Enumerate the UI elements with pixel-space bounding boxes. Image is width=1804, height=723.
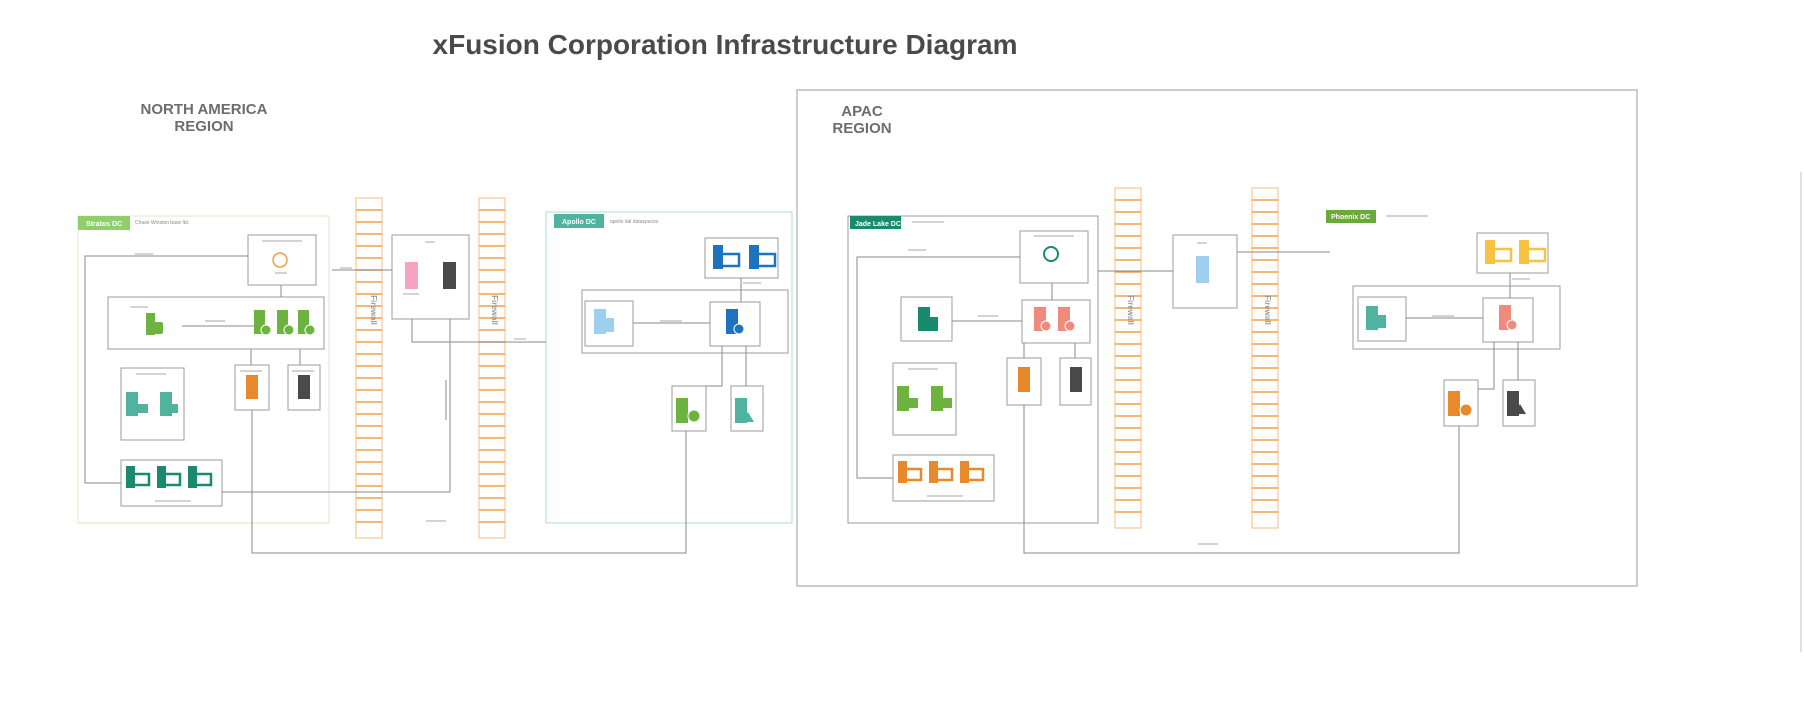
pink-server-icon bbox=[405, 262, 418, 289]
apac-region-box bbox=[796, 89, 1638, 587]
stratos-db-cluster[interactable] bbox=[120, 367, 185, 441]
green-server-icon bbox=[146, 313, 155, 335]
workstation-icon-3 bbox=[188, 466, 197, 488]
north-america-region-label: NORTH AMERICA bbox=[141, 101, 268, 118]
apollo-dc-box bbox=[545, 211, 793, 524]
orange-storage-icon bbox=[1018, 367, 1030, 392]
dark-backup-server-icon bbox=[1507, 391, 1519, 416]
orange-server-icon bbox=[246, 375, 258, 399]
jade-lake-app-cluster[interactable] bbox=[1021, 299, 1091, 344]
orange-workstation-icon-3 bbox=[960, 461, 969, 483]
stratos-dc-subtitle: Chase Winston base ltd. bbox=[135, 220, 189, 226]
north-america-region-label-line2: REGION bbox=[174, 118, 233, 135]
apac-region-label: APAC bbox=[841, 103, 883, 120]
firewall-apac-1: Firewall bbox=[1114, 187, 1142, 529]
green-mail-server-icon bbox=[676, 398, 688, 423]
lightblue-server-icon bbox=[594, 309, 606, 334]
firewall-apac-2: Firewall bbox=[1251, 187, 1279, 529]
jade-lake-dc-tag bbox=[850, 216, 901, 229]
firewall-apac-2-label: Firewall bbox=[1263, 295, 1272, 325]
phoenix-backup-node[interactable] bbox=[1502, 379, 1536, 427]
orange-network-icon bbox=[272, 252, 288, 268]
connector-lines bbox=[84, 251, 1519, 554]
stratos-dc-box bbox=[77, 215, 330, 524]
jade-lake-db-cluster[interactable] bbox=[892, 362, 957, 436]
orange-workstation-icon-2 bbox=[929, 461, 938, 483]
stratos-dc-tag-label: Stratos DC bbox=[86, 221, 122, 228]
apollo-mail-node[interactable] bbox=[671, 385, 707, 432]
apollo-dc-tag-label: Apollo DC bbox=[562, 219, 596, 226]
stratos-web-node[interactable] bbox=[247, 234, 317, 286]
blue-workstation-icon-1 bbox=[713, 245, 723, 269]
green-database-icon bbox=[154, 322, 163, 334]
dark-gateway-server-icon bbox=[443, 262, 456, 289]
green-db-server-icon-2 bbox=[931, 386, 943, 411]
phoenix-db-node[interactable] bbox=[1357, 296, 1407, 342]
phoenix-dc-tag-label: Phoenix DC bbox=[1331, 214, 1370, 221]
stratos-workstations[interactable] bbox=[120, 459, 223, 507]
firewall-apac-1-label: Firewall bbox=[1126, 295, 1135, 325]
jade-lake-db-node[interactable] bbox=[900, 296, 953, 342]
firewall-na-2-label: Firewall bbox=[490, 295, 499, 325]
lightblue-gateway-server-icon bbox=[1196, 256, 1209, 283]
green-web-server-icon-3 bbox=[298, 310, 309, 334]
darkgreen-server-icon bbox=[918, 307, 930, 331]
apollo-backup-node[interactable] bbox=[730, 385, 764, 432]
green-web-server-icon-1 bbox=[254, 310, 265, 334]
workstation-icon-2 bbox=[157, 466, 166, 488]
green-db-server-icon-1 bbox=[897, 386, 909, 411]
na-gateway-node[interactable] bbox=[391, 234, 470, 320]
phoenix-mail-node[interactable] bbox=[1443, 379, 1479, 427]
yellow-workstation-icon-2 bbox=[1519, 240, 1529, 264]
firewall-na-1-label: Firewall bbox=[369, 295, 378, 325]
stratos-app-cluster[interactable] bbox=[107, 296, 325, 350]
green-network-icon bbox=[1043, 246, 1059, 262]
yellow-workstation-icon-1 bbox=[1485, 240, 1495, 264]
dark-server-icon bbox=[298, 375, 310, 399]
phoenix-dc-tag bbox=[1326, 210, 1376, 223]
jade-lake-web-node[interactable] bbox=[1019, 230, 1089, 284]
phoenix-app-cluster[interactable] bbox=[1352, 285, 1561, 350]
teal-server-icon-1 bbox=[126, 392, 138, 416]
apollo-dc-subtitle: apollo dal dataspaces bbox=[610, 219, 659, 225]
firewall-na-1: Firewall bbox=[355, 197, 383, 539]
jade-lake-dc-box bbox=[847, 215, 1099, 524]
phoenix-workstations[interactable] bbox=[1476, 232, 1549, 274]
orange-mail-server-icon bbox=[1448, 391, 1460, 416]
apollo-web-node[interactable] bbox=[709, 301, 761, 347]
green-web-server-icon-2 bbox=[277, 310, 288, 334]
orange-workstation-icon-1 bbox=[898, 461, 907, 483]
stratos-dc-tag bbox=[78, 216, 130, 230]
teal-backup-server-icon bbox=[735, 398, 747, 423]
apollo-app-cluster[interactable] bbox=[581, 289, 789, 354]
firewall-na-2: Firewall bbox=[478, 197, 506, 539]
blue-workstation-icon-2 bbox=[749, 245, 759, 269]
phoenix-web-node[interactable] bbox=[1482, 297, 1534, 343]
stratos-dark-node[interactable] bbox=[287, 364, 321, 411]
workstation-icon-1 bbox=[126, 466, 135, 488]
jade-lake-dc-tag-label: Jade Lake DC bbox=[855, 221, 901, 228]
teal-phoenix-server-icon bbox=[1366, 306, 1378, 330]
dark-storage-icon bbox=[1070, 367, 1082, 392]
diagram-title: xFusion Corporation Infrastructure Diagr… bbox=[433, 29, 1018, 60]
apac-region-label-line2: REGION bbox=[832, 120, 891, 137]
apollo-dc-tag bbox=[554, 214, 604, 228]
jade-lake-workstations[interactable] bbox=[892, 454, 995, 502]
vertical-scrollbar[interactable] bbox=[1800, 172, 1802, 652]
